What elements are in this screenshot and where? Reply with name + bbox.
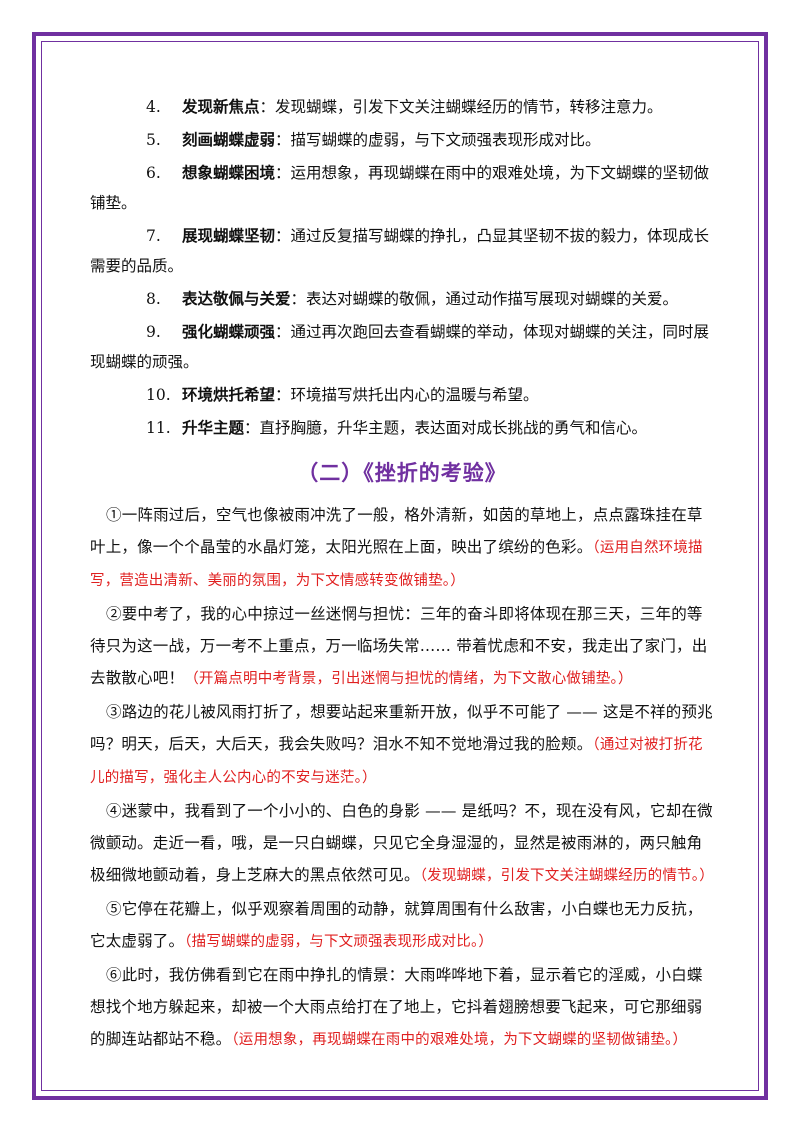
- list-term: 表达敬佩与关爱: [182, 289, 291, 308]
- list-text: ：表达对蝴蝶的敬佩，通过动作描写展现对蝴蝶的关爱。: [290, 290, 679, 308]
- list-item: 5.刻画蝴蝶虚弱：描写蝴蝶的虚弱，与下文顽强表现形成对比。: [146, 130, 601, 149]
- page-border-outer: [32, 32, 768, 1100]
- paragraph: ②要中考了，我的心中掠过一丝迷惘与担忧：三年的奋斗即将体现在那三天，三年的等待只…: [90, 598, 714, 695]
- section-title: （二）《挫折的考验》: [297, 460, 507, 485]
- paragraph-text: ①一阵雨过后，空气也像被雨冲洗了一般，格外清新，如茵的草地上，点点露珠挂在草叶上…: [90, 506, 703, 556]
- list-text: ：发现蝴蝶，引发下文关注蝴蝶经历的情节，转移注意力。: [259, 98, 663, 116]
- list-item: 11.升华主题：直抒胸臆，升华主题，表达面对成长挑战的勇气和信心。: [146, 418, 648, 437]
- paragraph: ⑤它停在花瓣上，似乎观察着周围的动静，就算周围有什么敌害，小白蝶也无力反抗，它太…: [90, 893, 714, 958]
- paragraph-text: ⑤它停在花瓣上，似乎观察着周围的动静，就算周围有什么敌害，小白蝶也无力反抗，它太…: [90, 900, 703, 950]
- annotation-note: （描写蝴蝶的虚弱，与下文顽强表现形成对比。）: [184, 934, 494, 950]
- list-item: 8.表达敬佩与关爱：表达对蝴蝶的敬佩，通过动作描写展现对蝴蝶的关爱。: [146, 289, 679, 308]
- paragraph: ④迷蒙中，我看到了一个小小的、白色的身影 —— 是纸吗？不，现在没有风，它却在微…: [90, 795, 714, 892]
- list-term: 环境烘托希望: [182, 385, 276, 404]
- list-term: 升华主题: [182, 418, 245, 437]
- paragraph: ⑥此时，我仿佛看到它在雨中挣扎的情景：大雨哗哗地下着，显示着它的淫威，小白蝶想找…: [90, 959, 714, 1056]
- document-content: 4.发现新焦点：发现蝴蝶，引发下文关注蝴蝶经历的情节，转移注意力。 5.刻画蝴蝶…: [90, 92, 714, 1057]
- list-item: 7.展现蝴蝶坚韧：通过反复描写蝴蝶的挣扎，凸显其坚韧不拔的毅力，体现成长需要的品…: [90, 226, 710, 275]
- annotation-note: （运用想象，再现蝴蝶在雨中的艰难处境，为下文蝴蝶的坚韧做铺垫。）: [231, 1032, 688, 1048]
- annotation-note: （运用自然环境描写，营造出清新、美丽的氛围，为下文情感转变做铺垫。）: [90, 540, 703, 589]
- paragraph-text: ④迷蒙中，我看到了一个小小的、白色的身影 —— 是纸吗？不，现在没有风，它却在微…: [90, 802, 713, 884]
- annotation-note: （通过对被打折花儿的描写，强化主人公内心的不安与迷茫。）: [90, 737, 703, 786]
- list-text: ：通过再次跑回去查看蝴蝶的举动，体现对蝴蝶的关注，同时展现蝴蝶的顽强。: [90, 323, 710, 371]
- page-border-inner: [41, 41, 759, 1091]
- annotation-note: （开篇点明中考背景，引出迷惘与担忧的情绪，为下文散心做铺垫。）: [184, 671, 633, 687]
- list-text: ：描写蝴蝶的虚弱，与下文顽强表现形成对比。: [275, 131, 601, 149]
- list-text: ：通过反复描写蝴蝶的挣扎，凸显其坚韧不拔的毅力，体现成长需要的品质。: [90, 227, 710, 275]
- list-term: 刻画蝴蝶虚弱: [182, 130, 276, 149]
- list-term: 发现新焦点: [182, 97, 260, 116]
- annotation-note: （发现蝴蝶，引发下文关注蝴蝶经历的情节。）: [419, 868, 714, 884]
- list-term: 想象蝴蝶困境: [182, 163, 276, 182]
- list-text: ：运用想象，再现蝴蝶在雨中的艰难处境，为下文蝴蝶的坚韧做铺垫。: [90, 164, 710, 212]
- paragraph-text: ②要中考了，我的心中掠过一丝迷惘与担忧：三年的奋斗即将体现在那三天，三年的等待只…: [90, 605, 708, 687]
- list-text: ：环境描写烘托出内心的温暖与希望。: [275, 386, 539, 404]
- list-term: 展现蝴蝶坚韧: [182, 226, 276, 245]
- list-text: ：直抒胸臆，升华主题，表达面对成长挑战的勇气和信心。: [244, 419, 648, 437]
- list-term: 强化蝴蝶顽强: [182, 322, 276, 341]
- paragraph-text: ③路边的花儿被风雨打折了，想要站起来重新开放，似乎不可能了 —— 这是不祥的预兆…: [90, 703, 713, 753]
- list-item: 4.发现新焦点：发现蝴蝶，引发下文关注蝴蝶经历的情节，转移注意力。: [146, 97, 663, 116]
- list-item: 6.想象蝴蝶困境：运用想象，再现蝴蝶在雨中的艰难处境，为下文蝴蝶的坚韧做铺垫。: [90, 163, 710, 212]
- list-item: 10.环境烘托希望：环境描写烘托出内心的温暖与希望。: [146, 385, 539, 404]
- technique-list: 4.发现新焦点：发现蝴蝶，引发下文关注蝴蝶经历的情节，转移注意力。 5.刻画蝴蝶…: [90, 92, 714, 443]
- list-item: 9.强化蝴蝶顽强：通过再次跑回去查看蝴蝶的举动，体现对蝴蝶的关注，同时展现蝴蝶的…: [90, 322, 710, 371]
- paragraph-text: ⑥此时，我仿佛看到它在雨中挣扎的情景：大雨哗哗地下着，显示着它的淫威，小白蝶想找…: [90, 966, 703, 1048]
- paragraph: ①一阵雨过后，空气也像被雨冲洗了一般，格外清新，如茵的草地上，点点露珠挂在草叶上…: [90, 499, 714, 597]
- paragraph: ③路边的花儿被风雨打折了，想要站起来重新开放，似乎不可能了 —— 这是不祥的预兆…: [90, 696, 714, 794]
